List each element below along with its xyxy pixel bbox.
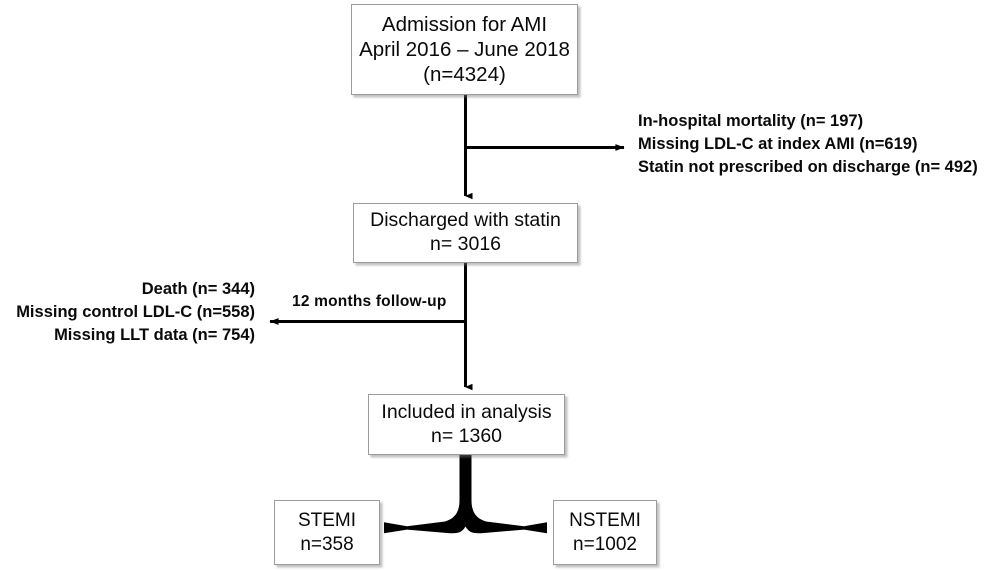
exclusions-left-block: Death (n= 344) Missing control LDL-C (n=… xyxy=(16,278,255,346)
node-admission-line-1: Admission for AMI xyxy=(381,13,548,36)
node-discharged-with-statin[interactable]: Discharged with statin n= 3016 xyxy=(353,203,578,263)
node-included-line-1: Included in analysis xyxy=(381,400,552,423)
node-stemi-line-2: n=358 xyxy=(300,533,354,555)
exclusion-left-line-3: Missing LLT data (n= 754) xyxy=(54,325,255,344)
node-stemi-line-1: STEMI xyxy=(297,510,357,532)
node-admission-line-2: April 2016 – June 2018 xyxy=(359,38,570,61)
node-discharged-line-2: n= 3016 xyxy=(429,233,502,255)
exclusion-right-line-1: In-hospital mortality (n= 197) xyxy=(638,112,864,130)
exclusion-left-line-1: Death (n= 344) xyxy=(141,280,255,298)
node-nstemi[interactable]: NSTEMI n=1002 xyxy=(553,500,657,565)
edge-label-followup: 12 months follow-up xyxy=(292,293,447,310)
exclusions-right-block: In-hospital mortality (n= 197) Missing L… xyxy=(638,110,978,178)
node-nstemi-line-2: n=1002 xyxy=(573,533,637,555)
node-admission-line-3: (n=4324) xyxy=(423,63,506,86)
connector-split-y xyxy=(384,455,547,534)
node-included-in-analysis[interactable]: Included in analysis n= 1360 xyxy=(368,394,565,455)
node-included-line-2: n= 1360 xyxy=(430,424,503,447)
node-stemi[interactable]: STEMI n=358 xyxy=(274,500,380,565)
node-nstemi-line-1: NSTEMI xyxy=(569,510,641,532)
node-discharged-line-1: Discharged with statin xyxy=(370,209,561,232)
exclusion-right-line-3: Statin not prescribed on discharge (n= 4… xyxy=(638,157,978,176)
exclusion-left-line-2: Missing control LDL-C (n=558) xyxy=(16,302,255,321)
exclusion-right-line-2: Missing LDL-C at index AMI (n=619) xyxy=(638,134,918,153)
node-admission-for-ami[interactable]: Admission for AMI April 2016 – June 2018… xyxy=(351,4,578,95)
